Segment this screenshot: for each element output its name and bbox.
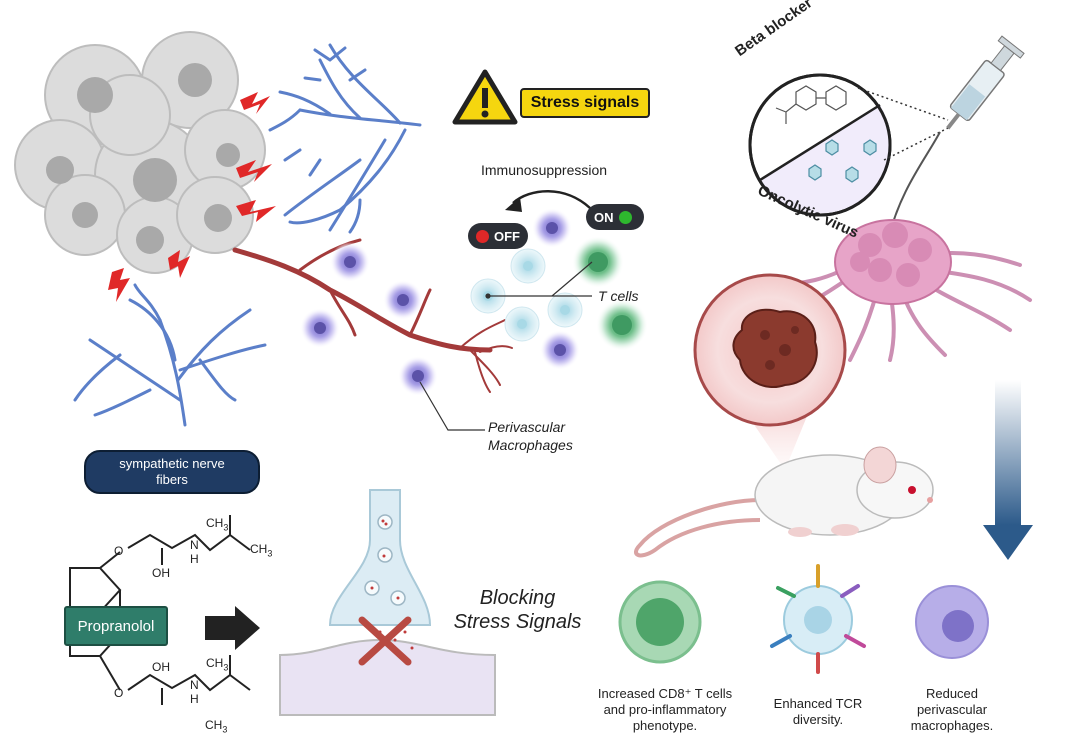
green-dot-icon xyxy=(618,210,632,224)
chem-h-2: H xyxy=(190,692,199,706)
chem-o-1: O xyxy=(114,544,124,558)
outcome-macrophage-line3: macrophages. xyxy=(910,718,994,733)
chem-ch3-top-2: CH3 xyxy=(206,656,229,673)
tumor-mass xyxy=(768,219,1032,362)
blood-vessel xyxy=(232,238,513,393)
tcr-icon xyxy=(770,564,866,674)
stress-signals-badge: Stress signals xyxy=(520,88,650,118)
outcome-cd8-caption: Increased CD8⁺ T cells and pro-inflammat… xyxy=(585,686,745,734)
mouse-illustration xyxy=(634,446,934,558)
red-dot-icon xyxy=(476,229,489,243)
blocking-line2: Stress Signals xyxy=(453,611,582,633)
chem-oh-1: OH xyxy=(152,566,170,580)
chem-h-1: H xyxy=(190,552,199,566)
syringe-icon xyxy=(887,35,1025,241)
perivascular-macrophages-label: Perivascular Macrophages xyxy=(488,418,573,454)
reduced-macrophage-icon xyxy=(915,585,989,659)
blocking-stress-signals-label: Blocking Stress Signals xyxy=(450,586,585,634)
outcome-cd8-line2: and pro-inflammatory xyxy=(603,702,727,717)
outcome-tcr-line2: diversity. xyxy=(792,712,844,727)
chem-oh-2: OH xyxy=(152,660,170,674)
outcome-cd8-line1: Increased CD8⁺ T cells xyxy=(597,686,733,701)
blocking-line1: Blocking xyxy=(479,587,556,609)
synapse-illustration xyxy=(279,489,496,716)
chem-ch3-side-2: CH3 xyxy=(205,718,228,735)
t-cells-pointer xyxy=(485,261,593,299)
block-x-icon xyxy=(358,616,412,666)
sympathetic-nerve-upper xyxy=(268,43,422,234)
toggle-off-label: OFF xyxy=(494,228,520,244)
toggle-on: ON xyxy=(586,204,644,230)
stress-signals-label: Stress signals xyxy=(530,94,640,111)
t-cell-cluster xyxy=(470,236,648,351)
sympathetic-line1: sympathetic nerve xyxy=(119,456,225,471)
inset-connector-lines xyxy=(857,87,949,161)
outcome-tcr-line1: Enhanced TCR xyxy=(773,696,863,711)
chem-ch3-top-1: CH3 xyxy=(206,516,229,533)
chem-n-2: N xyxy=(190,678,199,692)
perivascular-line2: Macrophages xyxy=(488,437,573,453)
chem-o-2: O xyxy=(114,686,124,700)
outcome-cd8-line3: phenotype. xyxy=(632,718,698,733)
macrophage-pointer xyxy=(419,381,485,431)
chem-ch3-side-1: CH3 xyxy=(250,542,273,559)
toggle-off: OFF xyxy=(468,223,528,249)
t-cells-label: T cells xyxy=(598,288,639,304)
right-arrow-icon xyxy=(205,606,260,650)
propranolol-label: Propranolol xyxy=(77,617,155,635)
sympathetic-nerve-lower xyxy=(73,283,267,427)
sympathetic-nerve-label: sympathetic nerve fibers xyxy=(84,450,260,494)
down-arrow-icon xyxy=(983,380,1033,560)
immunosuppression-label: Immunosuppression xyxy=(481,162,608,178)
tumor-cell-nuclei xyxy=(46,63,240,254)
toggle-on-label: ON xyxy=(594,209,614,225)
outcome-macrophage-line2: perivascular xyxy=(916,702,988,717)
curved-arrow-icon xyxy=(505,190,591,212)
chem-n-1: N xyxy=(190,538,199,552)
propranolol-label-box: Propranolol xyxy=(64,606,168,646)
outcome-tcr-caption: Enhanced TCR diversity. xyxy=(758,696,878,728)
outcome-macrophage-line1: Reduced xyxy=(925,686,979,701)
perivascular-line1: Perivascular xyxy=(488,419,566,435)
tumor-zoom-inset xyxy=(693,273,847,470)
perivascular-macrophage-cells xyxy=(300,208,580,396)
cd8-t-cell-icon xyxy=(618,580,702,664)
warning-icon xyxy=(452,69,518,125)
treatment-inset xyxy=(748,73,892,217)
lightning-icon xyxy=(108,92,276,302)
outcome-macrophage-caption: Reduced perivascular macrophages. xyxy=(892,686,1012,734)
sympathetic-line2: fibers xyxy=(156,472,188,487)
